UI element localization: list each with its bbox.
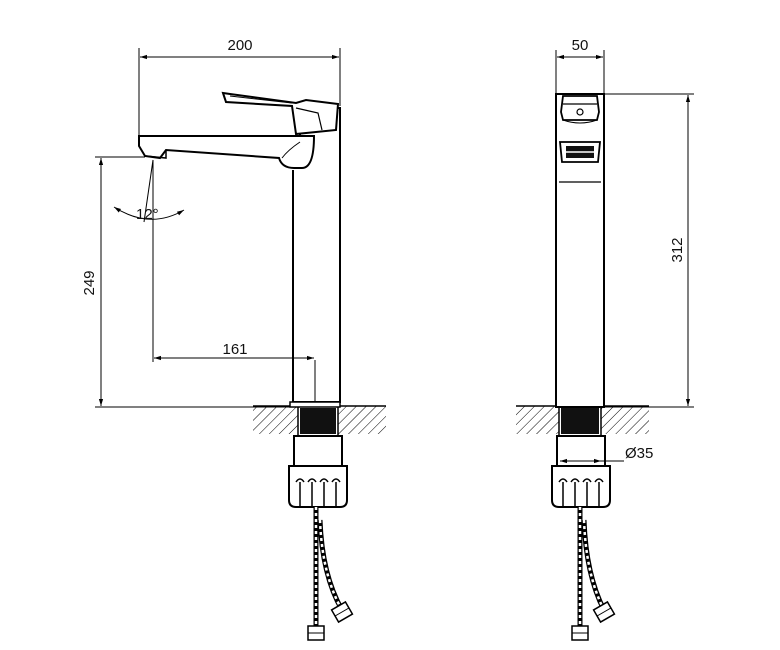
side-body bbox=[555, 93, 605, 408]
dim-body-depth: 50 bbox=[555, 37, 605, 94]
side-shank bbox=[558, 405, 602, 437]
dim-swivel-angle: 12° bbox=[113, 159, 185, 223]
side-view: 50 312 Ø35 bbox=[516, 37, 694, 641]
side-handle-cap bbox=[560, 95, 600, 124]
front-shank bbox=[297, 405, 339, 437]
side-supply-hoses bbox=[571, 507, 616, 641]
dim-spout-height: 249 bbox=[81, 156, 290, 408]
dim-spout-reach: 161 bbox=[152, 160, 314, 362]
dim-body-depth-label: 50 bbox=[572, 37, 589, 54]
dim-spout-height-label: 249 bbox=[81, 270, 98, 295]
front-spout bbox=[138, 135, 316, 169]
side-spout-outlet bbox=[559, 141, 601, 163]
dim-total-height: 312 bbox=[598, 93, 694, 408]
side-mounting-nut bbox=[551, 435, 611, 508]
dim-overall-width-label: 200 bbox=[227, 37, 252, 54]
dim-base-diameter-label: Ø35 bbox=[625, 445, 653, 462]
dim-spout-reach-label: 161 bbox=[222, 341, 247, 358]
front-mounting-nut bbox=[288, 435, 348, 508]
dim-base-diameter: Ø35 bbox=[560, 445, 653, 464]
front-view: 200 249 161 12° bbox=[81, 37, 386, 641]
dim-total-height-label: 312 bbox=[669, 237, 686, 262]
dim-swivel-angle-label: 12° bbox=[136, 206, 159, 223]
dim-overall-width: 200 bbox=[138, 37, 341, 136]
front-supply-hoses bbox=[307, 507, 354, 641]
front-lever-handle bbox=[221, 91, 340, 136]
